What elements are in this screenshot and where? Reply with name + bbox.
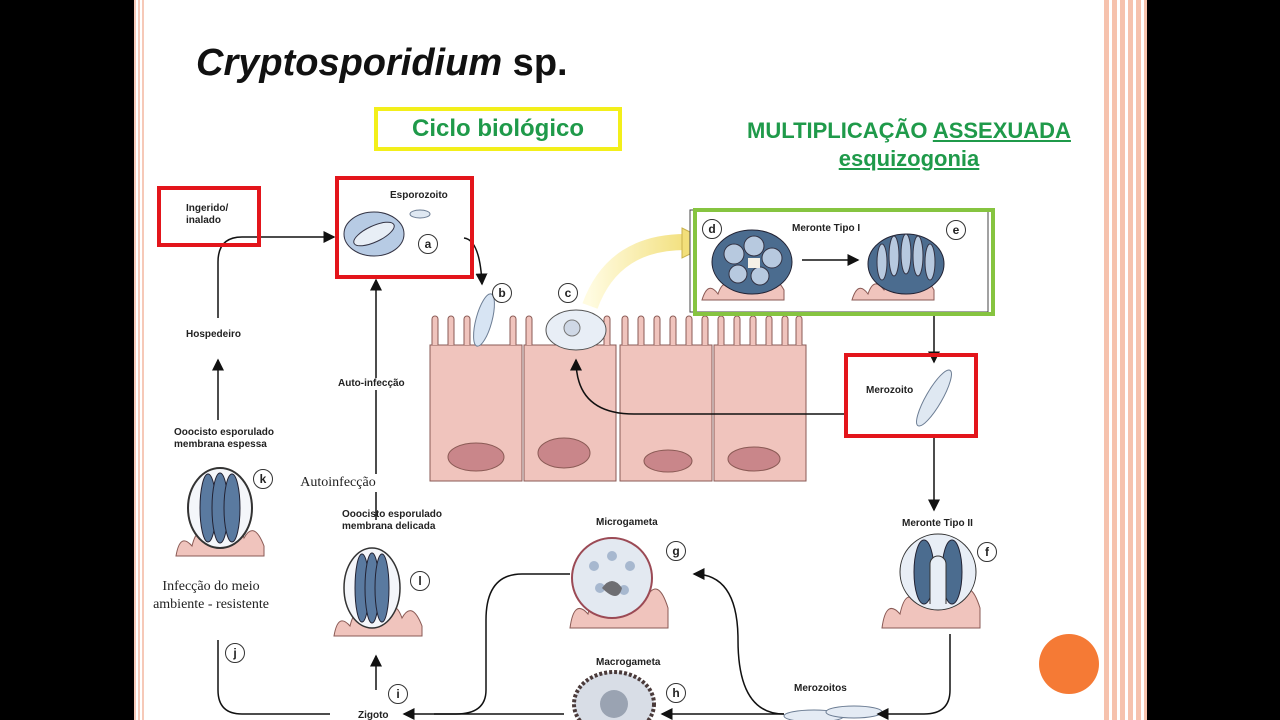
- stage-g: g: [666, 541, 686, 561]
- stage-k: k: [253, 469, 273, 489]
- ingested-box: [157, 186, 261, 247]
- stage-f: f: [977, 542, 997, 562]
- meront-type-1-d: [701, 229, 793, 301]
- sporozoite-box: [335, 176, 474, 279]
- trophozoite: [545, 309, 607, 351]
- epithelium: [429, 315, 807, 482]
- slide: Cryptosporidium sp. Ciclo biológico MULT…: [134, 0, 1147, 720]
- autoinfection-label: Auto-infecção: [338, 378, 405, 390]
- stage-l: l: [410, 571, 430, 591]
- stage-c: c: [558, 283, 578, 303]
- merozoite-label: Merozoito: [866, 385, 914, 396]
- microgamete: [569, 537, 669, 629]
- oocyst-l-label: Ooocisto esporulado membrana delicada: [342, 509, 443, 532]
- cycle-label-box: Ciclo biológico: [374, 107, 622, 151]
- sporozoite-attaching: [473, 293, 495, 347]
- right-stripe: [1101, 0, 1147, 720]
- yellow-arrow: [582, 233, 691, 309]
- merozoites: [783, 705, 883, 720]
- sporozoite-oocyst: [343, 209, 431, 257]
- slide-title: Cryptosporidium sp.: [196, 42, 568, 84]
- stage-b: b: [492, 283, 512, 303]
- microgamete-label: Microgameta: [596, 517, 658, 528]
- life-cycle-diagram: [175, 209, 989, 720]
- host-label: Hospedeiro: [186, 329, 242, 341]
- stage-j: j: [225, 643, 245, 663]
- meront-type-1-e: [851, 233, 945, 301]
- stage-a: a: [418, 234, 438, 254]
- macrogamete-label: Macrogameta: [596, 657, 661, 668]
- meront-type-1-label: Meronte Tipo I: [792, 223, 861, 234]
- asexual-multiplication-heading: MULTIPLICAÇÃO ASSEXUADA esquizogonia: [747, 118, 1071, 171]
- oocyst-thin-wall: [333, 547, 423, 637]
- slide-nav-dot[interactable]: [1039, 634, 1099, 694]
- merozoite-box: [844, 353, 978, 438]
- ingested-label: Ingerido/ inalado: [186, 203, 229, 226]
- left-stripe: [134, 0, 145, 720]
- meront-type-1-box: [693, 208, 995, 316]
- zygote-label: Zigoto: [358, 710, 389, 720]
- stage-d: d: [702, 219, 722, 239]
- environment-infection-note: Infecção do meio ambiente - resistente: [148, 578, 274, 614]
- oocyst-thick-wall: [175, 467, 265, 557]
- stage-h: h: [666, 683, 686, 703]
- autoinfeccao-note: Autoinfecção: [290, 474, 386, 492]
- oocyst-k-label: Ooocisto esporulado membrana espessa: [174, 427, 275, 450]
- meront-type-2-label: Meronte Tipo II: [902, 518, 973, 529]
- meront-type-2: [881, 533, 981, 629]
- stage-e: e: [946, 220, 966, 240]
- sporozoite-label: Esporozoito: [390, 190, 448, 201]
- merozoites-label: Merozoitos: [794, 683, 847, 694]
- macrogamete: [572, 670, 656, 720]
- merozoite: [916, 369, 952, 427]
- stage-i: i: [388, 684, 408, 704]
